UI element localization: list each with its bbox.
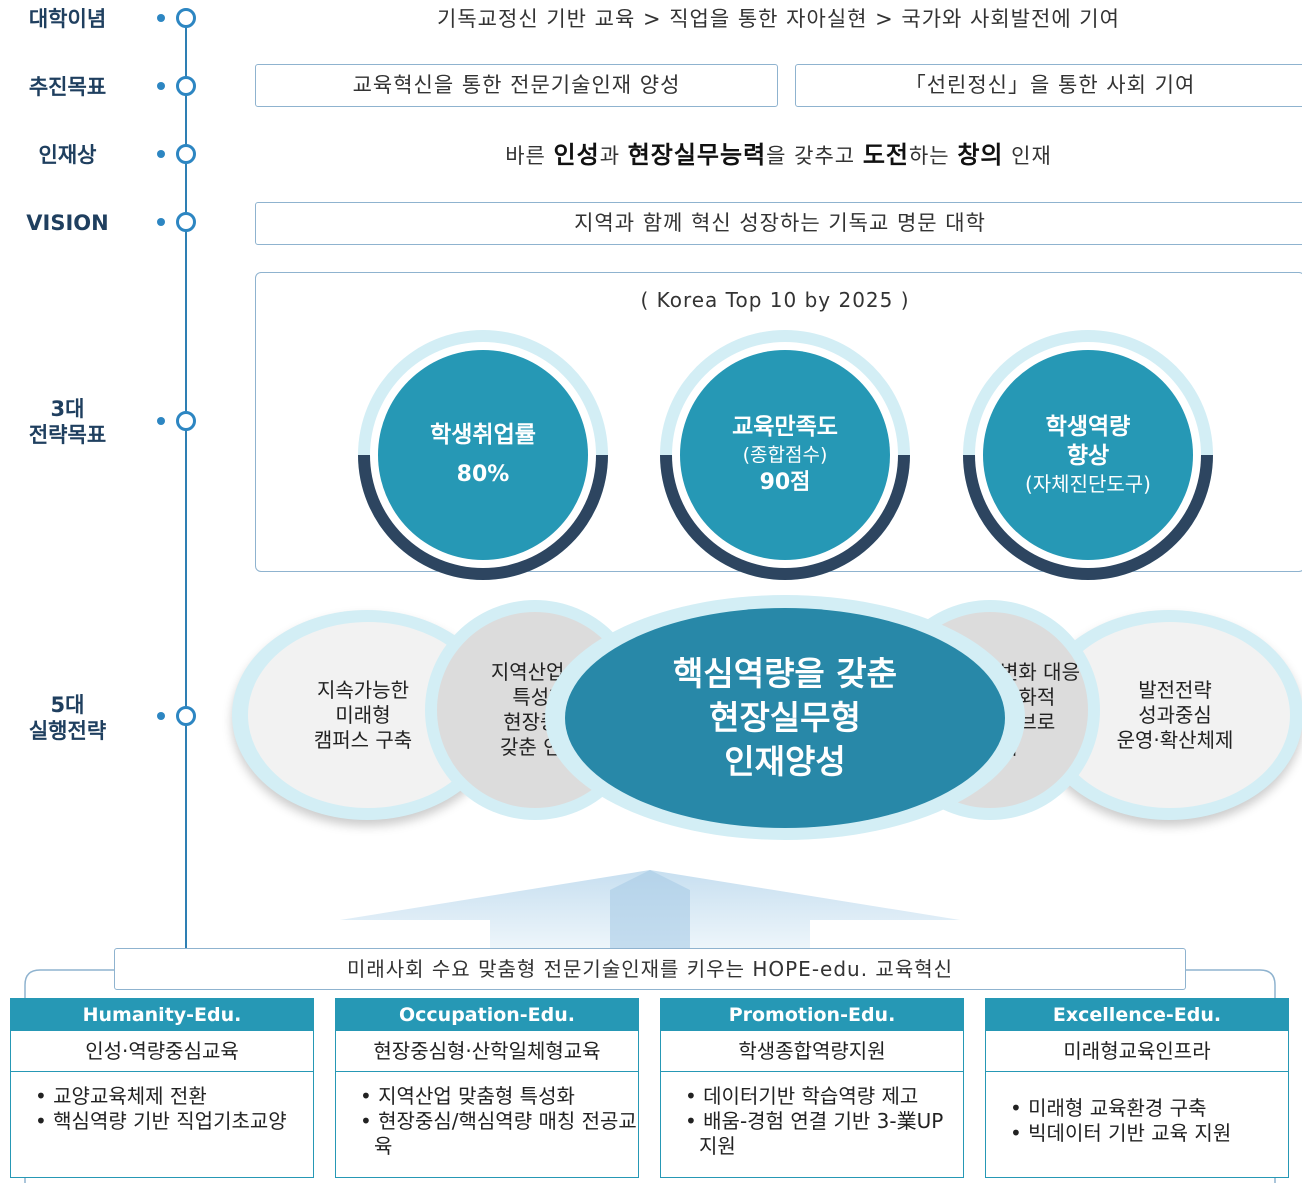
timeline-line xyxy=(185,20,187,948)
card-promotion: Promotion-Edu. 학생종합역량지원 • 데이터기반 학습역량 제고 … xyxy=(660,998,964,1178)
node-ring xyxy=(176,706,196,726)
list-item: • 빅데이터 기반 교육 지원 xyxy=(1010,1121,1232,1145)
list-item: • 현장중심/핵심역량 매칭 전공교육 xyxy=(360,1109,637,1158)
goal-right-box: 「선린정신」을 통한 사회 기여 xyxy=(795,64,1302,107)
node-dot xyxy=(157,150,165,158)
strategic-goals-subtitle: ( Korea Top 10 by 2025 ) xyxy=(640,288,910,312)
vision-box: 지역과 함께 혁신 성장하는 기독교 명문 대학 xyxy=(255,202,1302,245)
list-item: • 지역산업 맞춤형 특성화 xyxy=(360,1084,575,1108)
node-ring xyxy=(176,411,196,431)
list-item: • 교양교육체제 전환 xyxy=(35,1084,207,1108)
list-item: • 데이터기반 학습역량 제고 xyxy=(685,1084,919,1108)
philosophy-text: 기독교정신 기반 교육 > 직업을 통한 자아실현 > 국가와 사회발전에 기여 xyxy=(437,7,1120,31)
talent-text: 바른 인성과 현장실무능력을 갖추고 도전하는 창의 인재 xyxy=(505,141,1052,169)
card-occupation: Occupation-Edu. 현장중심형·산학일체형교육 • 지역산업 맞춤형… xyxy=(335,998,639,1178)
node-dot xyxy=(157,218,165,226)
upward-arrow-icon xyxy=(340,870,960,950)
label-talent: 인재상 xyxy=(38,143,97,167)
card-excellence: Excellence-Edu. 미래형교육인프라 • 미래형 교육환경 구축 •… xyxy=(985,998,1289,1178)
node-ring xyxy=(176,144,196,164)
goal-left-box: 교육혁신을 통한 전문기술인재 양성 xyxy=(255,64,778,107)
goal-circle-competency: 학생역량 향상 (자체진단도구) xyxy=(963,330,1213,580)
hope-banner: 미래사회 수요 맞춤형 전문기술인재를 키우는 HOPE-edu. 교육혁신 xyxy=(114,948,1186,990)
list-item: • 배움-경험 연결 기반 3-業UP 지원 xyxy=(685,1109,944,1158)
node-ring xyxy=(176,212,196,232)
card-humanity: Humanity-Edu. 인성·역량중심교육 • 교양교육체제 전환 • 핵심… xyxy=(10,998,314,1178)
node-ring xyxy=(176,8,196,28)
node-ring xyxy=(176,76,196,96)
goal-circle-employment: 학생취업률 80% xyxy=(358,330,608,580)
node-dot xyxy=(157,82,165,90)
node-dot xyxy=(157,417,165,425)
label-goals: 추진목표 xyxy=(28,75,107,99)
label-vision: VISION xyxy=(26,211,109,235)
list-item: • 미래형 교육환경 구축 xyxy=(1010,1096,1207,1120)
goal-circle-satisfaction: 교육만족도 (종합점수) 90점 xyxy=(660,330,910,580)
node-dot xyxy=(157,712,165,720)
node-dot xyxy=(157,14,165,22)
label-philosophy: 대학이념 xyxy=(28,7,107,31)
list-item: • 핵심역량 기반 직업기초교양 xyxy=(35,1109,287,1133)
